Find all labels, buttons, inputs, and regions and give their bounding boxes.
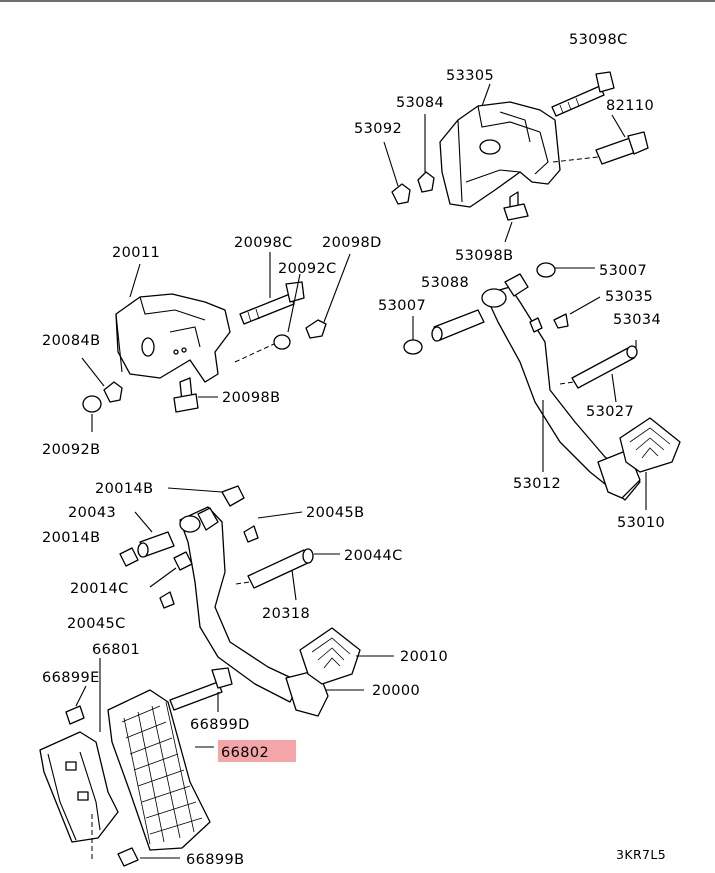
label-66801: 66801 <box>92 642 140 658</box>
brake-bracket-drawing <box>81 252 351 432</box>
label-20014b-lower: 20014B <box>42 530 100 546</box>
clutch-bracket-drawing <box>383 71 649 243</box>
label-20014b-top: 20014B <box>95 481 153 497</box>
label-20044c: 20044C <box>344 548 403 564</box>
label-53098c: 53098C <box>569 32 628 48</box>
label-53027: 53027 <box>586 404 634 420</box>
label-66899d: 66899D <box>190 717 250 733</box>
label-53088: 53088 <box>421 275 469 291</box>
label-20092c: 20092C <box>278 261 337 277</box>
label-53092: 53092 <box>354 121 402 137</box>
part-labels: 53098C 53305 53084 82110 53092 53098B 53… <box>42 32 666 868</box>
label-20043: 20043 <box>68 505 116 521</box>
label-20014c: 20014C <box>70 581 129 597</box>
label-53034: 53034 <box>613 312 661 328</box>
label-20098b: 20098B <box>222 390 280 406</box>
label-20011: 20011 <box>112 245 160 261</box>
accelerator-pedal-drawing <box>39 658 233 867</box>
label-53010: 53010 <box>617 515 665 531</box>
label-53007-left: 53007 <box>378 298 426 314</box>
label-20098d: 20098D <box>322 235 382 251</box>
label-66899e: 66899E <box>42 670 100 686</box>
label-53035: 53035 <box>605 289 653 305</box>
highlight-66802 <box>218 740 296 762</box>
label-20084b: 20084B <box>42 333 100 349</box>
label-20045c: 20045C <box>67 616 126 632</box>
label-53098b: 53098B <box>455 248 513 264</box>
label-20000: 20000 <box>372 683 420 699</box>
label-20045b: 20045B <box>306 505 364 521</box>
label-53305: 53305 <box>446 68 494 84</box>
label-20010: 20010 <box>400 649 448 665</box>
diagram-code: 3KR7L5 <box>616 847 666 862</box>
label-20098c: 20098C <box>234 235 293 251</box>
label-66899b: 66899B <box>186 852 244 868</box>
label-53084: 53084 <box>396 95 444 111</box>
label-82110: 82110 <box>606 98 654 114</box>
label-53007-right: 53007 <box>599 263 647 279</box>
label-20092b: 20092B <box>42 442 100 458</box>
label-53012: 53012 <box>513 476 561 492</box>
brake-pedal-drawing <box>119 485 394 717</box>
label-20318: 20318 <box>262 606 310 622</box>
label-66802: 66802 <box>221 745 269 761</box>
clutch-pedal-drawing <box>403 262 681 510</box>
